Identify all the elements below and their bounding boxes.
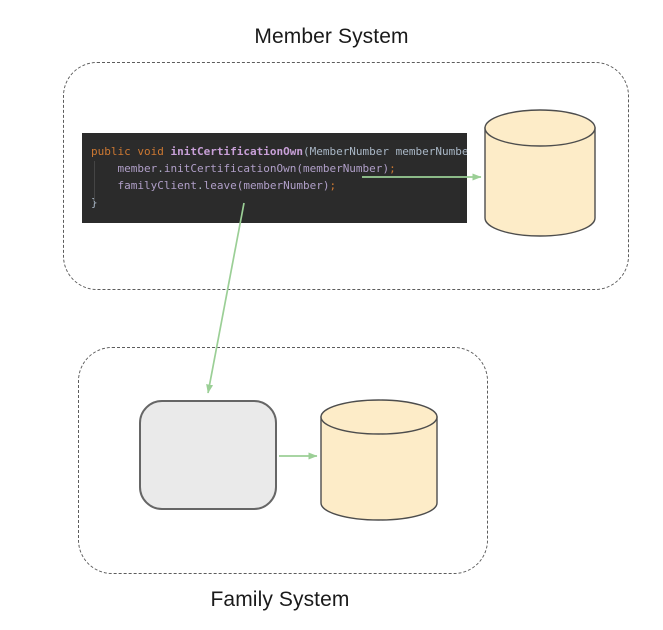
member-system-code-block[interactable]: public void initCertificationOwn(MemberN… xyxy=(82,133,467,223)
family-service-box[interactable] xyxy=(138,399,278,511)
member-system-boundary xyxy=(63,62,629,290)
cylinder-body xyxy=(484,127,596,237)
code-line-1: public void initCertificationOwn(MemberN… xyxy=(91,145,467,158)
service-box-shape xyxy=(139,400,277,510)
code-line-3: familyClient.leave(memberNumber); xyxy=(117,179,337,192)
family-database-cylinder[interactable] xyxy=(318,399,440,521)
code-line-4: } xyxy=(91,196,98,209)
code-indent-guide xyxy=(94,161,95,201)
member-database-cylinder[interactable] xyxy=(482,109,598,237)
cylinder-top xyxy=(484,109,596,147)
member-system-title: Member System xyxy=(254,25,409,48)
cylinder-top xyxy=(320,399,438,435)
cylinder-body xyxy=(320,416,438,521)
code-line-2: member.initCertificationOwn(memberNumber… xyxy=(117,162,396,175)
family-system-boundary xyxy=(78,347,488,574)
family-system-title: Family System xyxy=(210,588,350,611)
